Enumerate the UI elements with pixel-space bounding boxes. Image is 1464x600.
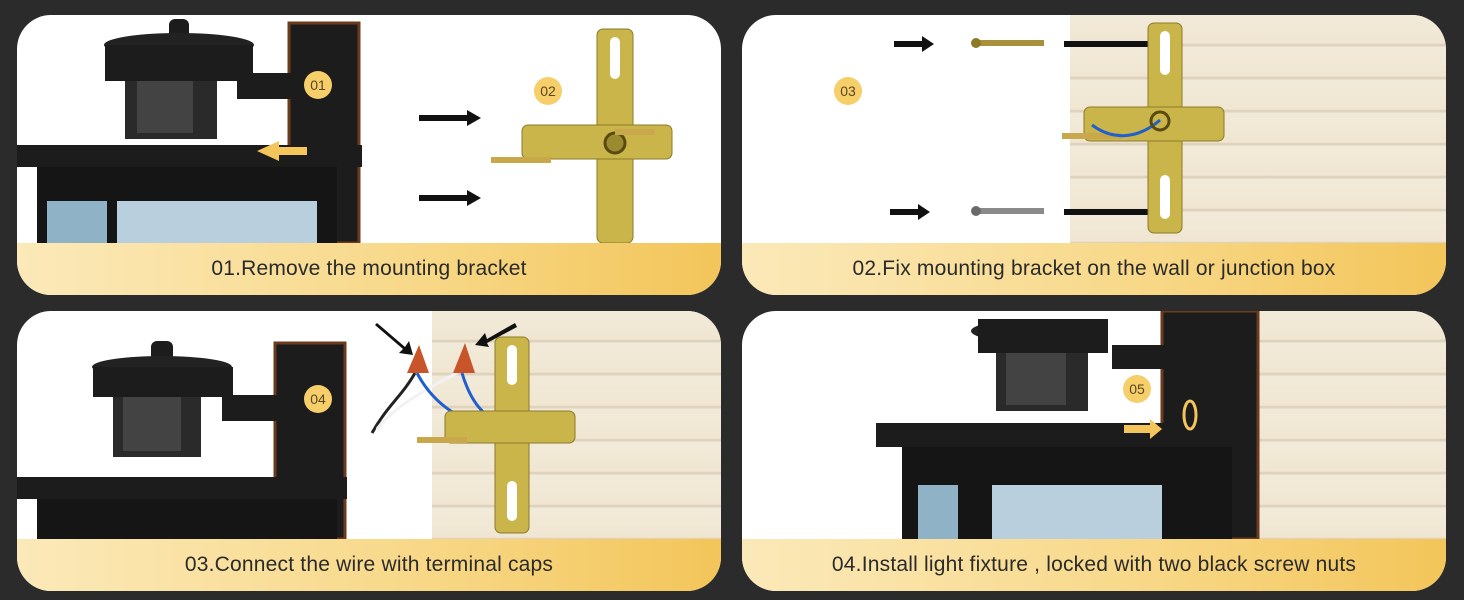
fix-bracket-illustration: [890, 22, 1225, 234]
step-caption-1: 01.Remove the mounting bracket: [17, 243, 721, 295]
step-badge-03: 03: [834, 77, 862, 105]
step-panel-4: 05 04.Install light fixture , locked wit…: [742, 311, 1446, 591]
step-caption-2: 02.Fix mounting bracket on the wall or j…: [742, 243, 1446, 295]
step-panel-1: 01 02 01.Remove the mounting bracket: [17, 15, 721, 295]
step-caption-4: 04.Install light fixture , locked with t…: [742, 539, 1446, 591]
step-caption-3: 03.Connect the wire with terminal caps: [17, 539, 721, 591]
step-panel-3: 04 03.Connect the wire with terminal cap…: [17, 311, 721, 591]
step-badge-04: 04: [304, 385, 332, 413]
step-badge-01: 01: [304, 71, 332, 99]
step-badge-05: 05: [1123, 375, 1151, 403]
wall-siding: [1232, 311, 1446, 539]
install-fixture-illustration: [876, 311, 1260, 539]
remove-bracket-illustration: [17, 19, 673, 243]
step-panel-2: 03 02.Fix mounting bracket on the wall o…: [742, 15, 1446, 295]
step-badge-02: 02: [534, 77, 562, 105]
connect-wire-illustration: [17, 323, 576, 539]
